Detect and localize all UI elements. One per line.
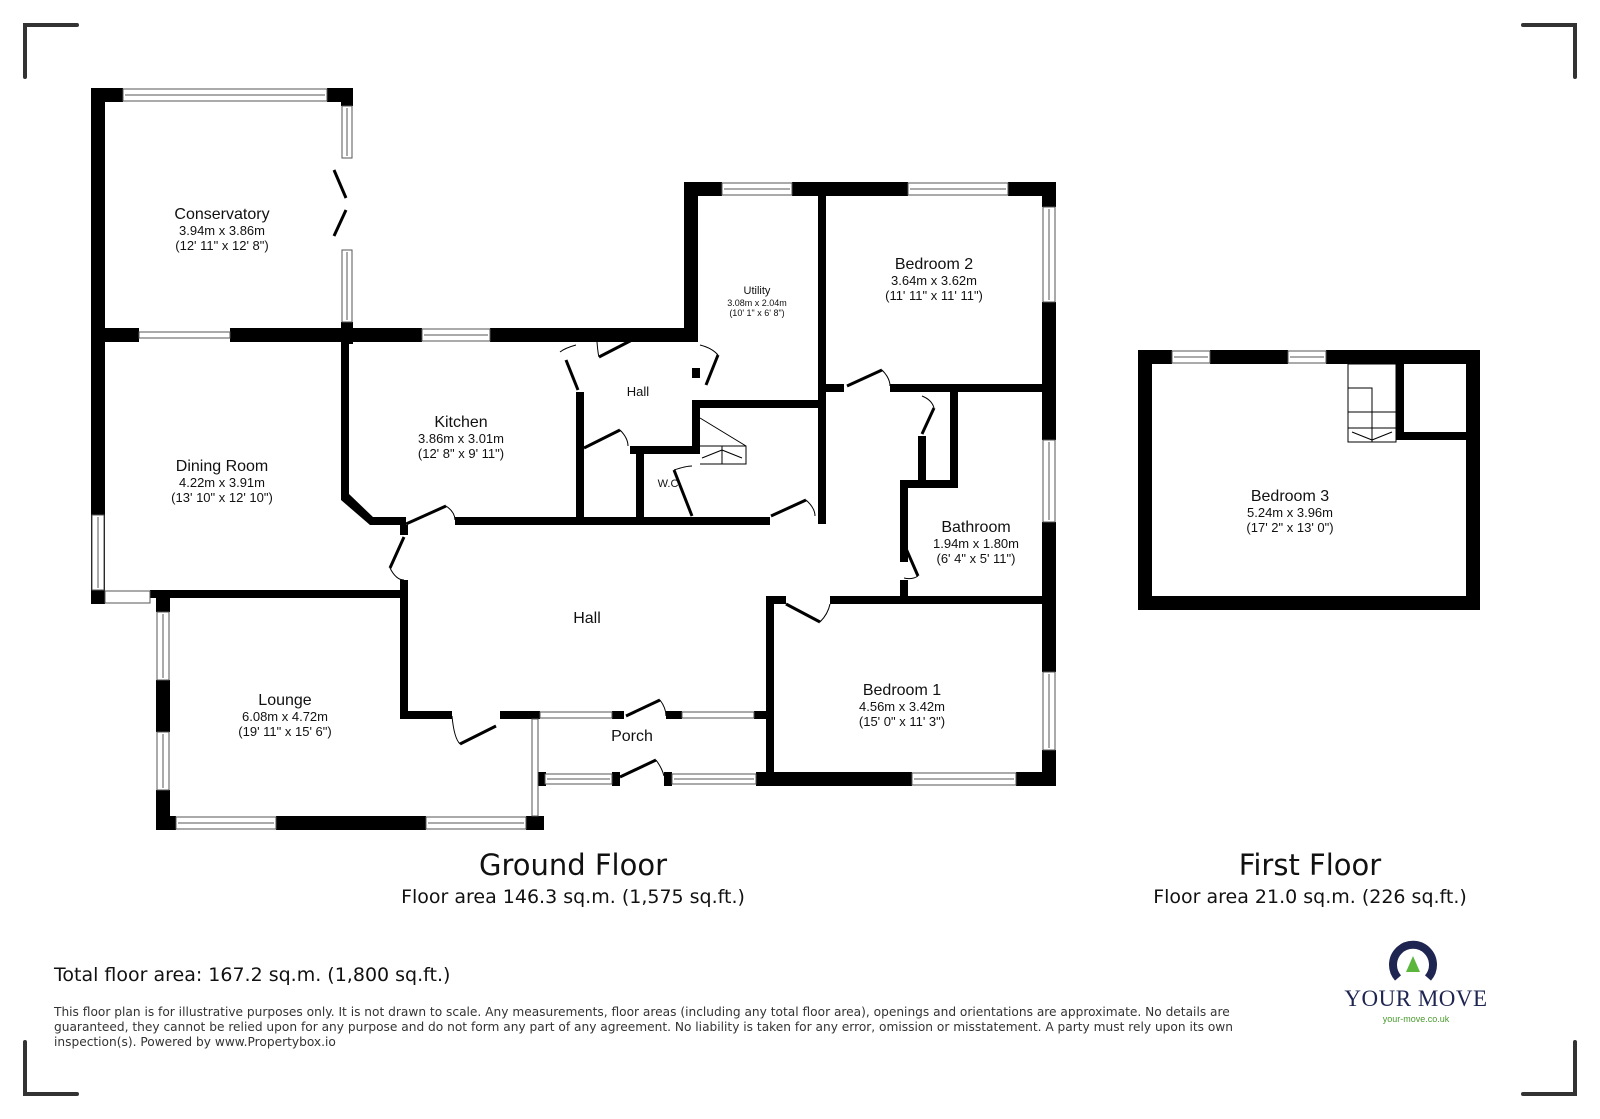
room-name: Bathroom	[941, 519, 1011, 536]
room-bathroom: Bathroom 1.94m x 1.80m (6' 4" x 5' 11")	[933, 519, 1019, 567]
room-metric: 4.56m x 3.42m	[859, 699, 945, 715]
first-floor-caption: First Floor Floor area 21.0 sq.m. (226 s…	[1153, 848, 1467, 908]
room-kitchen: Kitchen 3.86m x 3.01m (12' 8" x 9' 11")	[418, 414, 504, 462]
room-imperial: (13' 10" x 12' 10")	[171, 490, 273, 506]
room-name: Dining Room	[175, 458, 269, 475]
ground-floor-title: Ground Floor	[478, 848, 668, 882]
doors	[332, 169, 936, 779]
room-metric: 1.94m x 1.80m	[933, 536, 1019, 552]
room-name: Bedroom 3	[1250, 488, 1330, 505]
room-name: Lounge	[258, 692, 312, 709]
room-bedroom-1: Bedroom 1 4.56m x 3.42m (15' 0" x 11' 3"…	[859, 682, 945, 730]
room-metric: 3.86m x 3.01m	[418, 431, 504, 447]
room-dining-room: Dining Room 4.22m x 3.91m (13' 10" x 12'…	[171, 458, 273, 506]
room-imperial: (19' 11" x 15' 6")	[238, 724, 332, 740]
room-metric: 3.08m x 2.04m	[727, 297, 787, 308]
room-name: Conservatory	[174, 206, 270, 223]
walls	[91, 88, 1480, 830]
logo-brand: YOUR MOVE	[1344, 986, 1488, 1011]
room-imperial: (6' 4" x 5' 11")	[936, 551, 1016, 567]
room-conservatory: Conservatory 3.94m x 3.86m (12' 11" x 12…	[174, 206, 269, 254]
label-porch: Porch	[611, 728, 653, 745]
room-metric: 3.64m x 3.62m	[891, 273, 977, 289]
first-floor-area: Floor area 21.0 sq.m. (226 sq.ft.)	[1153, 886, 1467, 908]
room-metric: 5.24m x 3.96m	[1247, 505, 1333, 521]
room-name: Utility	[743, 285, 771, 297]
room-bedroom-2: Bedroom 2 3.64m x 3.62m (11' 11" x 11' 1…	[885, 256, 983, 304]
room-utility: Utility 3.08m x 2.04m (10' 1" x 6' 8")	[727, 285, 787, 318]
room-metric: 6.08m x 4.72m	[241, 709, 328, 725]
room-imperial: (12' 11" x 12' 8")	[175, 238, 269, 254]
label-wc: W.C	[657, 478, 679, 490]
room-name: Bedroom 1	[862, 682, 942, 699]
ground-floor-caption: Ground Floor Floor area 146.3 sq.m. (1,5…	[401, 848, 745, 908]
logo-icon	[1389, 940, 1437, 981]
room-metric: 3.94m x 3.86m	[179, 223, 265, 239]
room-imperial: (15' 0" x 11' 3")	[858, 714, 946, 730]
total-floor-area: Total floor area: 167.2 sq.m. (1,800 sq.…	[54, 964, 451, 986]
room-imperial: (10' 1" x 6' 8")	[729, 307, 785, 318]
crop-marks	[23, 23, 1577, 1096]
disclaimer-text: This floor plan is for illustrative purp…	[54, 1005, 1233, 1049]
your-move-logo: YOUR MOVE your-move.co.uk	[1336, 932, 1496, 1024]
room-bedroom-3: Bedroom 3 5.24m x 3.96m (17' 2" x 13' 0"…	[1246, 488, 1333, 536]
ground-floor-area: Floor area 146.3 sq.m. (1,575 sq.ft.)	[401, 886, 745, 908]
room-name: Bedroom 2	[894, 256, 974, 273]
room-metric: 4.22m x 3.91m	[178, 475, 265, 491]
windows	[91, 88, 1327, 830]
room-lounge: Lounge 6.08m x 4.72m (19' 11" x 15' 6")	[238, 692, 331, 740]
label-hall-upper: Hall	[626, 384, 650, 399]
room-name: Kitchen	[434, 414, 488, 431]
room-imperial: (12' 8" x 9' 11")	[417, 446, 505, 462]
stairs	[699, 363, 1397, 465]
label-hall-main: Hall	[573, 610, 601, 627]
room-imperial: (11' 11" x 11' 11")	[885, 288, 983, 304]
logo-url: your-move.co.uk	[1382, 1014, 1450, 1024]
first-floor-title: First Floor	[1238, 848, 1382, 882]
room-imperial: (17' 2" x 13' 0")	[1246, 520, 1334, 536]
